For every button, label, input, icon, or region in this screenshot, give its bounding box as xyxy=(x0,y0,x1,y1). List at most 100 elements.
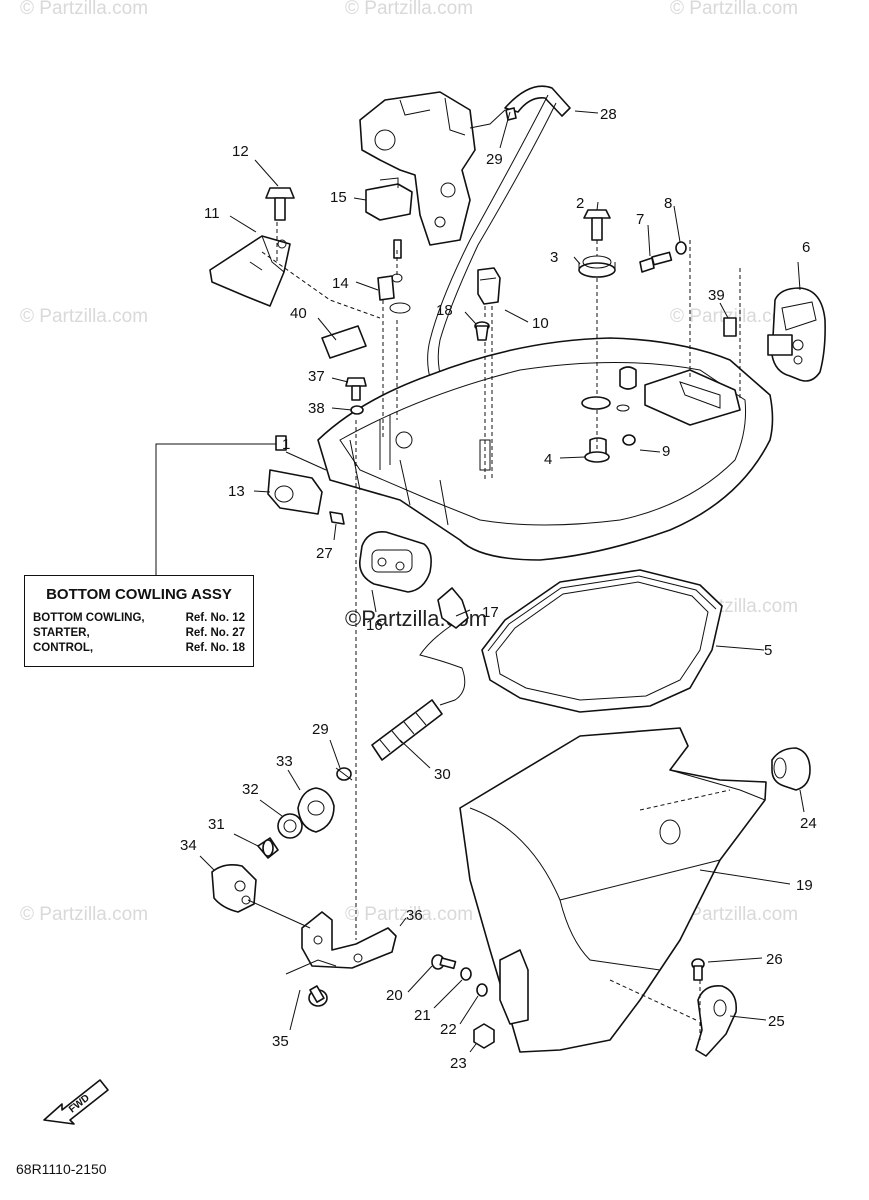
watermark: © Partzilla.com xyxy=(20,904,148,925)
callout-12: 12 xyxy=(232,143,249,160)
part-15-bracket xyxy=(365,177,413,221)
callout-33: 33 xyxy=(276,753,293,770)
part-16-grommet xyxy=(358,530,432,593)
part-10-plug xyxy=(477,267,501,305)
part-4-collar xyxy=(584,451,610,463)
callout-30: 30 xyxy=(434,766,451,783)
bottom-cowling-tray xyxy=(317,337,774,561)
callout-29: 29 xyxy=(486,151,503,168)
part-30-cable xyxy=(371,624,466,761)
callout-31: 31 xyxy=(208,816,225,833)
callout-25: 25 xyxy=(768,1013,785,1030)
part-29-clip-lower xyxy=(335,767,353,781)
callout-18: 18 xyxy=(436,302,453,319)
part-23-nut xyxy=(473,1023,495,1049)
part-12-bolt xyxy=(265,187,295,221)
callout-10: 10 xyxy=(532,315,549,332)
part-31-bushing xyxy=(257,837,279,859)
part-38-washer xyxy=(350,405,364,415)
callout-38: 38 xyxy=(308,400,325,417)
callout-23: 23 xyxy=(450,1055,467,1072)
part-27-starter xyxy=(329,511,345,525)
part-9-screw xyxy=(622,434,636,446)
callout-36: 36 xyxy=(406,907,423,924)
callout-7: 7 xyxy=(636,211,644,228)
callouts: 1 2 3 4 5 6 7 8 9 10 11 12 13 14 15 16 1… xyxy=(180,106,817,1072)
assembly-row-ref: Ref. No. 27 xyxy=(185,627,245,639)
callout-24: 24 xyxy=(800,815,817,832)
callout-3: 3 xyxy=(550,249,558,266)
part-1-marker xyxy=(275,435,287,451)
callout-11: 11 xyxy=(204,205,220,222)
assembly-row: STARTER, Ref. No. 27 xyxy=(33,626,245,641)
callout-2: 2 xyxy=(576,195,584,212)
assembly-row-label: STARTER, xyxy=(33,627,90,639)
callout-19: 19 xyxy=(796,877,813,894)
cover-bracket xyxy=(499,949,529,1025)
assembly-row-label: CONTROL, xyxy=(33,642,94,654)
callout-26: 26 xyxy=(766,951,783,968)
part-3-grommet xyxy=(578,255,616,278)
callout-37: 37 xyxy=(308,368,325,385)
part-5-seal xyxy=(481,569,723,713)
part-14-clip xyxy=(377,239,411,314)
callout-32: 32 xyxy=(242,781,259,798)
part-20-screw xyxy=(431,954,457,970)
part-22-washer xyxy=(476,983,488,997)
callout-27: 27 xyxy=(316,545,333,562)
callout-39: 39 xyxy=(708,287,725,304)
callout-13: 13 xyxy=(228,483,245,500)
part-2-bolt xyxy=(583,209,611,241)
watermark: © Partzilla.com xyxy=(20,306,148,327)
watermark: © Partzilla.com xyxy=(345,0,473,19)
part-18-clip xyxy=(474,321,490,341)
part-35-screw xyxy=(308,985,328,1007)
assembly-row-label: BOTTOM COWLING, xyxy=(33,612,145,624)
assembly-row: BOTTOM COWLING, Ref. No. 12 xyxy=(33,611,245,626)
callout-22: 22 xyxy=(440,1021,457,1038)
watermark: © Partzilla.com xyxy=(670,904,798,925)
callout-6: 6 xyxy=(802,239,810,256)
engine-bracket xyxy=(359,91,506,246)
callout-15: 15 xyxy=(330,189,347,206)
part-24-grommet xyxy=(771,747,811,791)
part-26-screw xyxy=(691,958,705,981)
fwd-indicator: FWD xyxy=(43,1079,109,1125)
part-32-ring xyxy=(277,813,303,839)
part-21-washer xyxy=(460,967,472,981)
callout-34: 34 xyxy=(180,837,197,854)
callout-29-lower: 29 xyxy=(312,721,329,738)
callout-28: 28 xyxy=(600,106,617,123)
leader-lines xyxy=(155,110,805,1053)
part-17-grommet xyxy=(437,587,469,629)
part-13-plate xyxy=(267,469,323,515)
callout-20: 20 xyxy=(386,987,403,1004)
assembly-title: BOTTOM COWLING ASSY xyxy=(46,586,232,603)
part-7-screw xyxy=(639,251,673,273)
part-34-grommet xyxy=(211,864,257,913)
watermark: © Partzilla.com xyxy=(670,0,798,19)
watermark: © Partzilla.com xyxy=(20,0,148,19)
assembly-row-ref: Ref. No. 12 xyxy=(185,612,245,624)
callout-8: 8 xyxy=(664,195,672,212)
part-6-handle xyxy=(767,287,826,382)
callout-16: 16 xyxy=(366,617,383,634)
assembly-row: CONTROL, Ref. No. 18 xyxy=(33,641,245,656)
watermark: © Partzilla.com xyxy=(345,904,473,925)
assembly-info-box: BOTTOM COWLING ASSY BOTTOM COWLING, Ref.… xyxy=(24,575,254,667)
assembly-row-ref: Ref. No. 18 xyxy=(185,642,245,654)
part-40-decal xyxy=(321,325,367,359)
part-11-bracket xyxy=(209,235,291,307)
part-33-nut xyxy=(297,787,335,833)
callout-21: 21 xyxy=(414,1007,431,1024)
part-39-label xyxy=(723,317,737,337)
part-37-bolt xyxy=(345,377,367,401)
diagram-code: 68R1110-2150 xyxy=(16,1161,107,1177)
callout-1: 1 xyxy=(282,436,290,453)
callout-17: 17 xyxy=(482,604,499,621)
callout-40: 40 xyxy=(290,305,307,322)
callout-4: 4 xyxy=(544,451,552,468)
callout-9: 9 xyxy=(662,443,670,460)
watermark: © Partzilla.com xyxy=(670,306,798,327)
